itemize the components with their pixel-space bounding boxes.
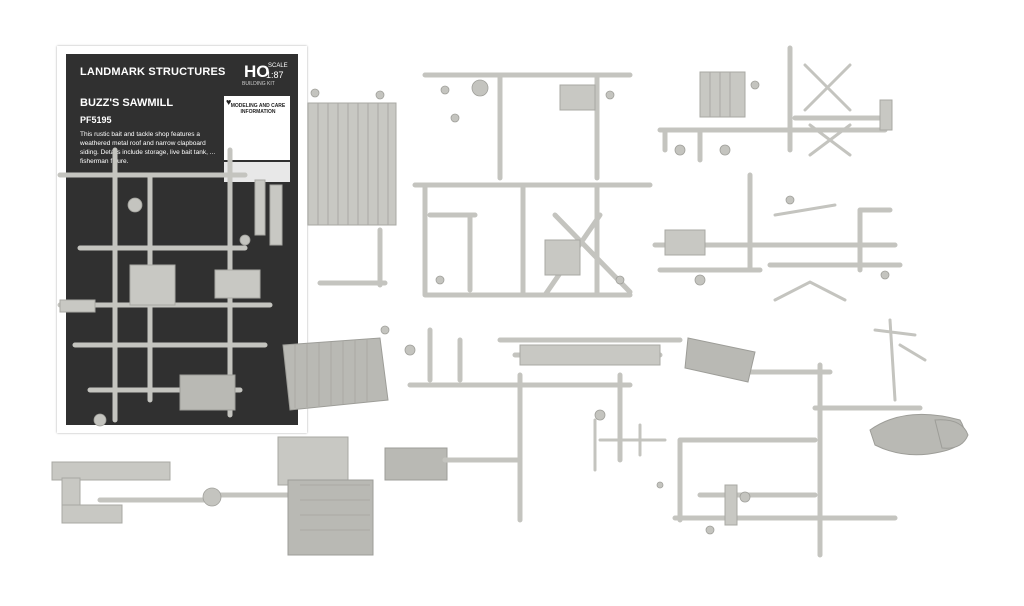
card-dark-panel: LANDMARK STRUCTURES HO SCALE 1:87 BUILDI… [66, 54, 298, 425]
heart-icon: ♥ [226, 97, 232, 107]
sprue-bottom-left [51, 436, 374, 556]
sprue-lower-right [656, 318, 969, 558]
kit-label: BUILDING KIT [242, 81, 275, 87]
sprue-upper-middle [412, 72, 653, 298]
instruction-card: LANDMARK STRUCTURES HO SCALE 1:87 BUILDI… [57, 46, 307, 433]
siding-panel-top [307, 88, 397, 288]
kit-code: PF5195 [80, 115, 112, 125]
scale-value: 1:87 [266, 70, 284, 80]
scale-ho: HO [244, 62, 270, 81]
care-title: MODELING AND CARE INFORMATION [230, 103, 286, 115]
scale-label: SCALE [268, 63, 288, 69]
sprue-middle-right [652, 172, 903, 302]
siding-panel-middle [282, 325, 390, 411]
sprue-lower-middle [384, 327, 683, 523]
brand-label: LANDMARK STRUCTURES [80, 66, 226, 78]
sprue-upper-right [657, 45, 893, 163]
kit-description: This rustic bait and tackle shop feature… [80, 131, 216, 165]
care-info-box: ♥ MODELING AND CARE INFORMATION [224, 96, 290, 160]
kit-title: BUZZ'S SAWMILL [80, 97, 174, 109]
sprue-left [57, 147, 283, 427]
